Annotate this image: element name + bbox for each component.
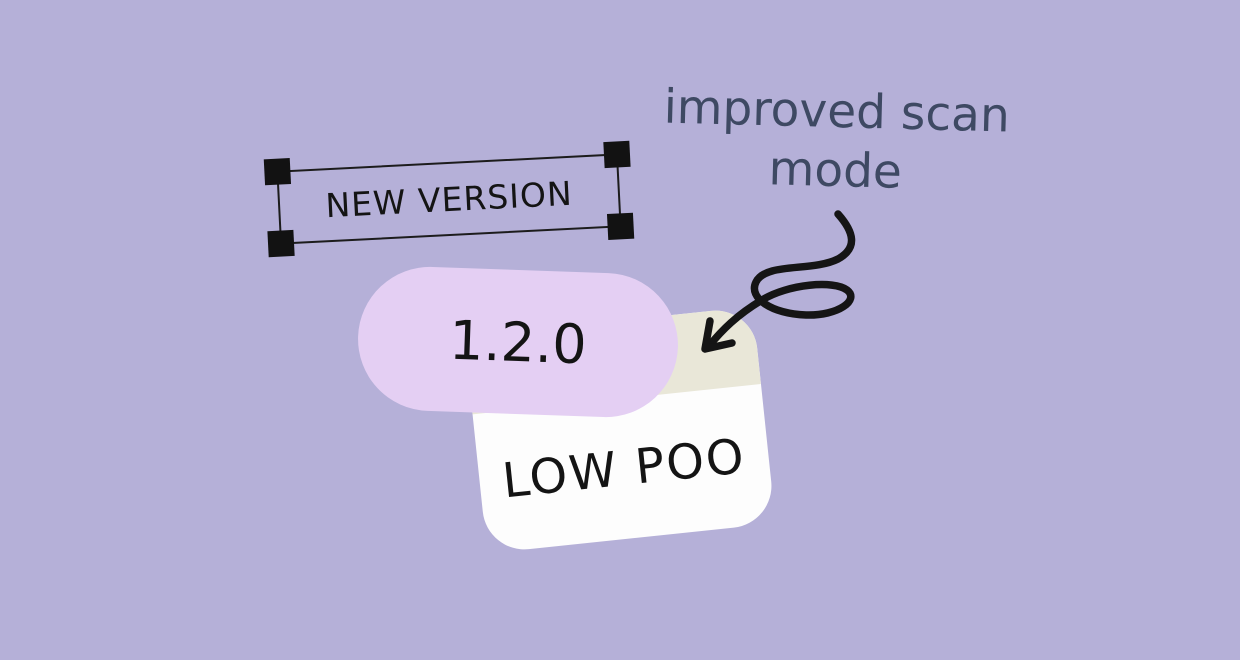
annotation-line-1: improved scan [663, 79, 1011, 144]
version-pill: 1.2.0 [355, 264, 681, 420]
annotation-line-2: mode [767, 141, 903, 200]
selection-frame[interactable]: NEW VERSION [263, 140, 635, 258]
selection-handle-top-left[interactable] [263, 158, 292, 186]
version-pill-label: 1.2.0 [448, 308, 588, 376]
new-version-label: NEW VERSION [324, 173, 574, 225]
selection-handle-bottom-right[interactable] [606, 212, 635, 240]
selection-handle-bottom-left[interactable] [267, 229, 295, 258]
annotation-caption: improved scan mode [615, 76, 1058, 205]
